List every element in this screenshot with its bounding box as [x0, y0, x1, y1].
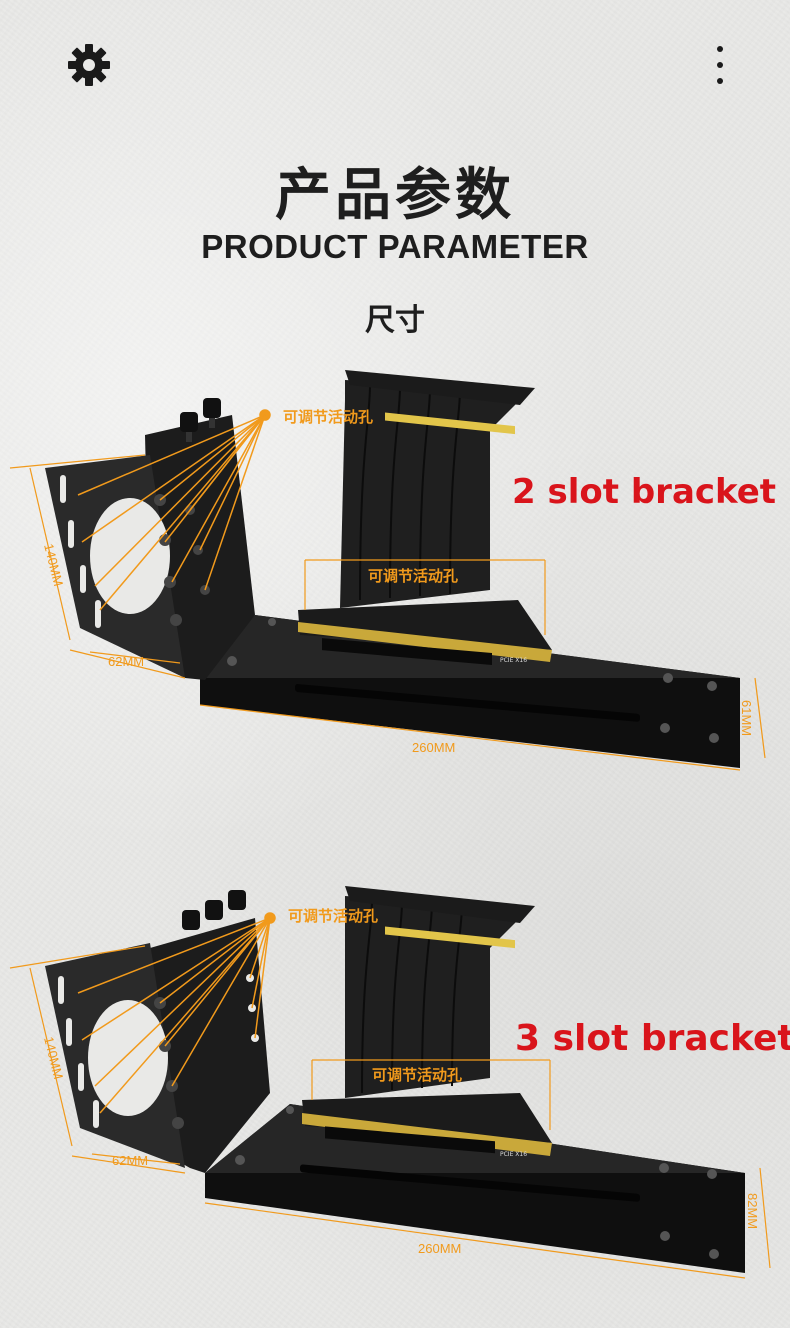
pcie-slot-card: PCIE X16 — [302, 1093, 552, 1158]
riser-cable — [345, 886, 535, 1098]
more-options-button[interactable] — [695, 40, 745, 90]
dim-height: 140MM — [41, 542, 66, 588]
dim-width: 82MM — [745, 1193, 760, 1229]
dim-length: 260MM — [412, 740, 455, 755]
more-vertical-icon — [717, 46, 723, 84]
gear-icon — [68, 44, 110, 86]
adjust-hole-label: 可调节活动孔 — [283, 408, 373, 426]
page-title-en: PRODUCT PARAMETER — [201, 228, 589, 265]
product-diagram-2-slot: PCIE X16 可调节活动孔 140MM 62MM 260MM 61MM 可调… — [9, 370, 776, 771]
settings-button[interactable] — [64, 40, 114, 90]
pcie-slot-card: PCIE X16 — [298, 600, 552, 666]
section-subtitle: 尺寸 — [365, 303, 425, 338]
adjust-hole-pointer — [77, 912, 276, 1114]
vertical-bracket — [45, 918, 270, 1173]
vertical-bracket — [45, 415, 255, 680]
adjust-hole-label: 可调节活动孔 — [288, 907, 378, 925]
adjust-hole-label-2: 可调节活动孔 — [372, 1066, 462, 1084]
adjust-hole-label-2: 可调节活动孔 — [368, 567, 458, 585]
thumbscrew-icon — [180, 398, 221, 442]
dim-depth: 62MM — [112, 1153, 148, 1168]
card-text: PCIE X16 — [500, 1151, 527, 1158]
dim-width: 61MM — [739, 700, 754, 736]
slot-label: 3 slot bracket — [515, 1018, 790, 1059]
page-title-cn: 产品参数 — [275, 163, 515, 228]
dim-length: 260MM — [418, 1241, 461, 1256]
riser-cable — [340, 370, 535, 608]
card-text: PCIE X16 — [500, 657, 527, 664]
product-diagram-3-slot: PCIE X16 可调节活动孔 140MM 62MM 260MM 82MM 可调… — [9, 886, 790, 1279]
dimension-lines — [9, 945, 771, 1279]
thumbscrew-icon — [182, 890, 246, 930]
adjust-hole-pointer — [77, 409, 271, 611]
dim-depth: 62MM — [108, 654, 144, 669]
dimension-lines — [9, 454, 766, 771]
slot-label: 2 slot bracket — [512, 472, 776, 512]
